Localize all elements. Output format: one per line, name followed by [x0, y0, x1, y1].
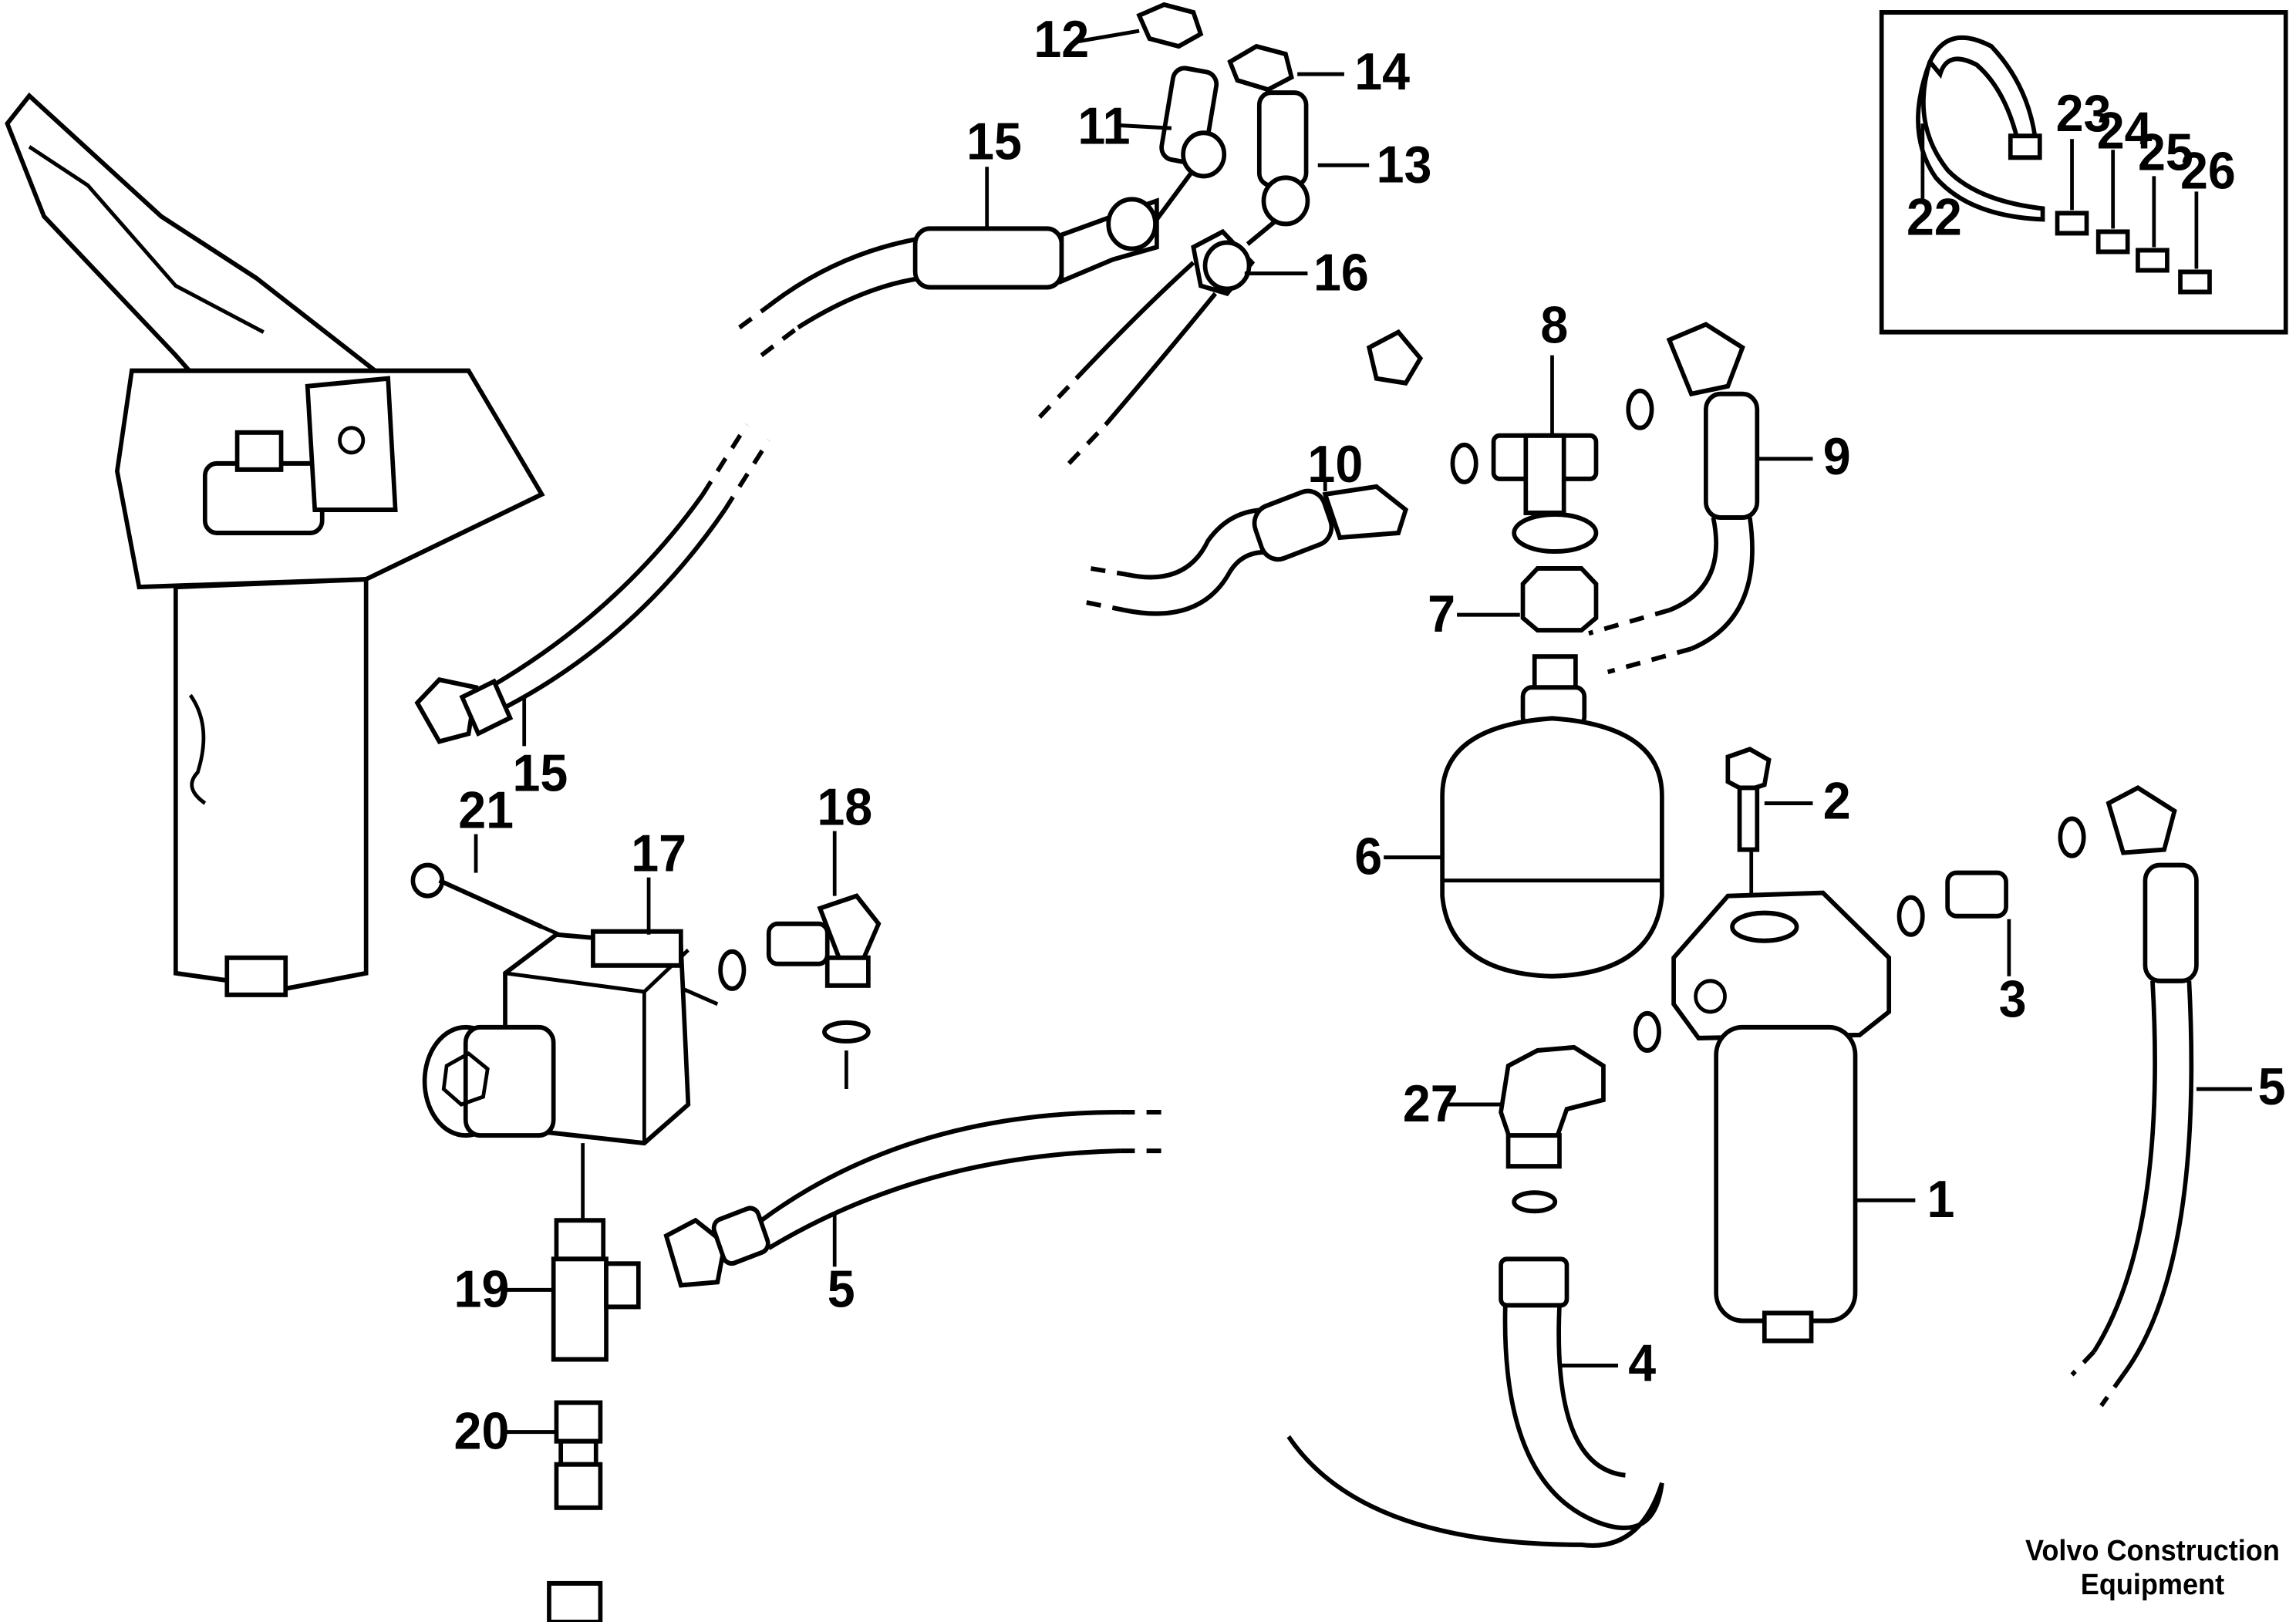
filter-1 [1671, 890, 1892, 1344]
drawing-number: 1068949 [2063, 1614, 2257, 1622]
brake-pedal-valve [5, 92, 545, 997]
nut-12 [1136, 2, 1204, 49]
callout-9: 9 [1823, 427, 1851, 486]
spacer-23 [2055, 211, 2089, 236]
callout-26: 26 [2180, 142, 2236, 201]
inset-box [1879, 10, 2288, 335]
callout-4: 4 [1628, 1334, 1656, 1393]
cable-tie [1916, 35, 2045, 222]
callout-7: 7 [1428, 585, 1455, 644]
callout-21: 21 [458, 781, 514, 840]
leader-lines [474, 29, 2253, 1435]
callout-17: 17 [631, 824, 686, 883]
callout-2: 2 [1823, 772, 1851, 831]
callout-15-upper: 15 [966, 113, 1022, 171]
accumulator-6 [1440, 511, 1664, 979]
hose-5-right [2070, 785, 2199, 1408]
elbow-18 [718, 893, 882, 1090]
spacer-24 [2095, 229, 2130, 255]
adaptor-20 [554, 1400, 603, 1510]
callout-19: 19 [454, 1260, 510, 1319]
callout-3: 3 [1999, 969, 2027, 1028]
solenoid-valve-17 [422, 929, 691, 1146]
hose-10 [1086, 329, 1424, 616]
callout-13: 13 [1377, 136, 1432, 194]
callout-6: 6 [1354, 828, 1382, 886]
elbow-27 [1499, 1010, 1661, 1214]
nut-7 [1520, 566, 1599, 633]
spacer-25 [2136, 248, 2170, 273]
hose-5-middle [663, 1110, 1165, 1288]
callout-5-middle: 5 [828, 1260, 855, 1319]
callouts: 12 11 14 13 15 16 8 10 9 7 15 6 2 3 5 1 … [454, 11, 2286, 1622]
footer-brand: Volvo Construction Equipment 1068949 [2025, 1533, 2280, 1622]
brand-line-2: Equipment [2081, 1567, 2224, 1600]
callout-11: 11 [1077, 97, 1130, 156]
hose-9 [1588, 322, 1760, 675]
callout-14: 14 [1354, 43, 1410, 102]
nipple-3 [1896, 816, 2086, 937]
callout-28: 28 [676, 1616, 732, 1622]
callout-15-lower: 15 [513, 744, 568, 803]
tee-19 [551, 1143, 641, 1362]
tee-8 [1450, 355, 1599, 515]
callout-10: 10 [1307, 435, 1363, 494]
callout-18: 18 [817, 778, 872, 837]
callout-1: 1 [1927, 1171, 1955, 1229]
callout-24: 24 [2097, 102, 2153, 160]
hose-28 [547, 1580, 603, 1622]
hose-16 [1037, 43, 1310, 465]
callout-25: 25 [2138, 123, 2193, 182]
callout-5-right: 5 [2258, 1057, 2286, 1116]
hose-4 [1286, 1256, 1664, 1548]
hose-15-lower [414, 423, 771, 744]
brand-line-1: Volvo Construction [2025, 1533, 2280, 1566]
callout-16: 16 [1313, 244, 1369, 302]
callout-8: 8 [1540, 296, 1568, 355]
nut-14 [1227, 43, 1294, 93]
callout-20: 20 [454, 1402, 510, 1461]
callout-12: 12 [1033, 11, 1089, 69]
hose-15-upper [738, 2, 1227, 358]
fitting-13 [1256, 90, 1309, 188]
callout-27: 27 [1403, 1075, 1458, 1134]
callout-22: 22 [1907, 188, 1962, 247]
spacer-26 [2178, 269, 2212, 295]
callout-23: 23 [2056, 85, 2112, 143]
